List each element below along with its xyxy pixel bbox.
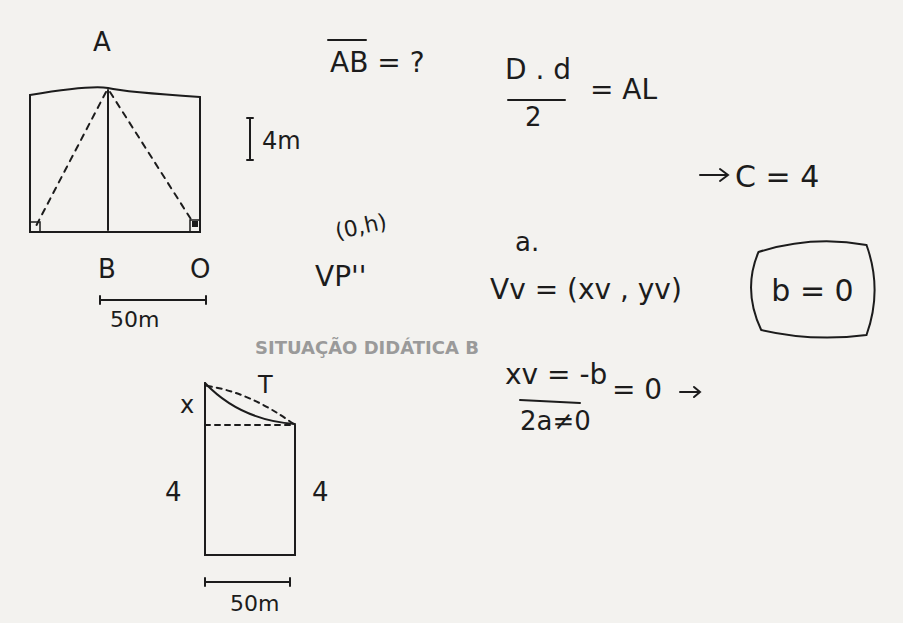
variable-label: T: [258, 372, 273, 398]
formula: xv = -b: [505, 360, 607, 391]
dimension: 4: [312, 478, 329, 507]
dimension: 4m: [262, 128, 301, 154]
circled-result: b = 0: [745, 240, 880, 340]
note: VP'': [315, 262, 366, 293]
result-text: b = 0: [771, 273, 853, 308]
coordinate: (0,h): [333, 210, 389, 244]
formula: 2a≠0: [520, 407, 591, 436]
question: AB = ?: [330, 48, 425, 79]
formula: 2: [525, 103, 542, 132]
dimension: 50m: [110, 308, 159, 332]
formula: D . d: [505, 55, 571, 86]
point-label: B: [98, 255, 116, 284]
point-label: O: [190, 255, 210, 284]
note: a.: [515, 228, 539, 257]
formula: C = 4: [735, 160, 819, 193]
variable-label: x: [180, 392, 194, 418]
dimension: 50m: [230, 592, 279, 616]
formula: Vv = (xv , yv): [490, 275, 682, 306]
dimension: 4: [165, 478, 182, 507]
formula: = 0: [612, 375, 662, 406]
formula: = AL: [590, 75, 657, 106]
point-label: A: [93, 28, 111, 57]
background-heading: SITUAÇÃO DIDÁTICA B: [255, 338, 479, 358]
